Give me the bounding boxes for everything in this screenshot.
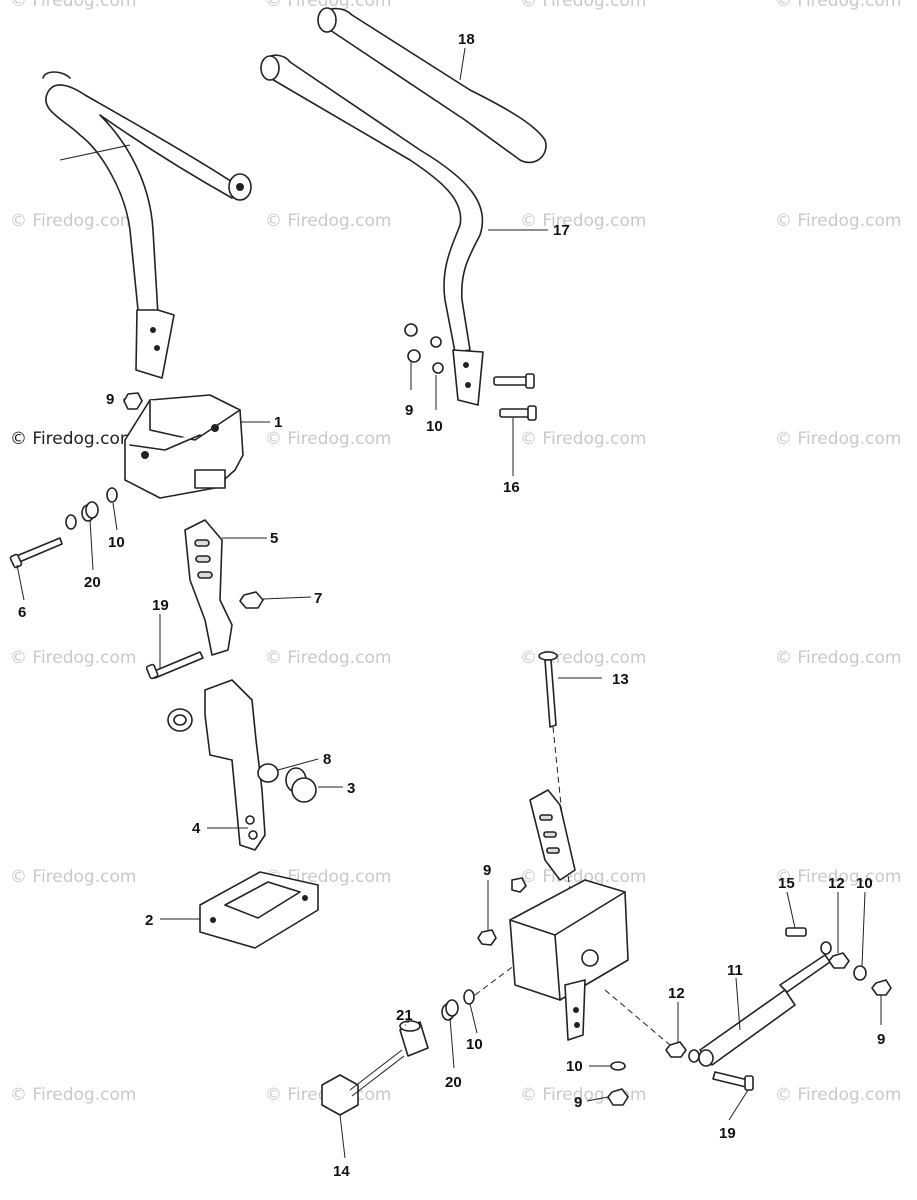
nut-9-right [871,979,892,996]
callout-1: 1 [274,414,282,431]
washers-upper [65,487,118,530]
callout-9: 9 [574,1094,582,1111]
callout-21: 21 [396,1007,413,1024]
washer-10-right [853,965,867,981]
callout-9: 9 [483,862,491,879]
nut-12-left [665,1041,687,1058]
watermark: © Firedog.com [265,0,391,11]
base-plate-part [199,871,319,949]
callout-19: 19 [719,1125,736,1142]
watermark: © Firedog.com [265,648,391,668]
handlebar-lower-part [260,54,484,406]
callout-7: 7 [314,590,322,607]
washer-left-strut [688,1049,700,1063]
callout-10: 10 [426,418,443,435]
lever-arm-part [167,679,266,851]
watermark: © Firedog.com [10,211,136,231]
spacer-21-part [399,1020,429,1057]
watermark-foreground: © Firedog.com [10,429,136,449]
spring-20-upper [81,501,99,522]
watermark: © Firedog.com [775,1085,901,1105]
watermark: © Firedog.com [520,211,646,231]
callout-3: 3 [347,780,355,797]
watermark: © Firedog.com [520,429,646,449]
callout-19: 19 [152,597,169,614]
bushing-3-part [285,767,317,803]
watermark: © Firedog.com [10,867,136,887]
callout-8: 8 [323,751,331,768]
callout-9: 9 [106,391,114,408]
callout-12: 12 [828,875,845,892]
bolt-6-part [9,537,63,569]
watermark: © Firedog.com [10,0,136,11]
nut-9-top-left [123,392,143,410]
watermark: © Firedog.com [775,867,901,887]
gas-strut-11-part [698,954,831,1067]
watermark: © Firedog.com [265,429,391,449]
bracket-housing-part [124,394,244,499]
callout-13: 13 [612,671,629,688]
bolt-16-lower [499,405,537,421]
axis-dashes-lower-left [474,964,516,996]
nut-12-right [828,952,850,969]
watermark: © Firedog.com [775,648,901,668]
nut-7-part [239,591,264,609]
bolt-19-upper [145,651,204,680]
bolt-19-lower [712,1071,754,1091]
callout-5: 5 [270,530,278,547]
watermark: © Firedog.com [775,211,901,231]
washer-10-bottom [610,1061,626,1071]
callout-9: 9 [405,402,413,419]
bushing-8-part [257,763,279,783]
bolt-16-upper [493,373,535,389]
callout-20: 20 [445,1074,462,1091]
hardware-nuts-top [404,323,444,374]
knob-14-part [321,1049,405,1116]
spring-20-lower [441,999,459,1021]
callout-10: 10 [108,534,125,551]
watermark: © Firedog.com [520,867,646,887]
callout-20: 20 [84,574,101,591]
leader-lines [16,47,882,1159]
callout-layer: 18 17 9 10 16 9 1 10 20 6 5 7 19 8 3 4 2… [18,31,885,1180]
callout-11: 11 [727,962,743,979]
callout-14: 14 [333,1163,350,1180]
watermark: © Firedog.com [775,0,901,11]
axis-dashes-right [604,989,671,1046]
washer-right-strut [820,941,832,955]
callout-9: 9 [877,1031,885,1048]
callout-12: 12 [668,985,685,1002]
watermark: © Firedog.com [265,211,391,231]
callout-6: 6 [18,604,26,621]
callout-10: 10 [856,875,873,892]
left-handlebar-part [42,71,252,379]
handlebar-upper-part [317,7,547,164]
callout-4: 4 [192,820,201,837]
watermark: © Firedog.com [520,0,646,11]
bolt-15-part [785,927,807,937]
watermark: © Firedog.com [10,648,136,668]
watermark: © Firedog.com [520,648,646,668]
callout-16: 16 [503,479,520,496]
nut-9-center [477,929,497,946]
watermark: © Firedog.com [775,429,901,449]
shift-plate-part [184,519,233,656]
washer-10-lower [463,989,475,1005]
assembled-shifter-part [509,789,629,1041]
watermark-layer: © Firedog.com © Firedog.com © Firedog.co… [10,0,901,1105]
callout-17: 17 [553,222,570,239]
watermark: © Firedog.com [10,1085,136,1105]
callout-10: 10 [566,1058,583,1075]
callout-15: 15 [778,875,795,892]
callout-10: 10 [466,1036,483,1053]
callout-2: 2 [145,912,153,929]
callout-18: 18 [458,31,475,48]
